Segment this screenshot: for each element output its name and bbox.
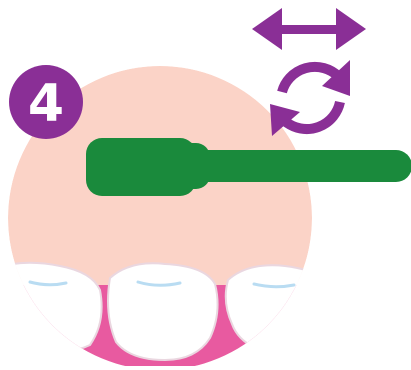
step-number: 4: [28, 74, 64, 134]
badge-circle: 4: [8, 64, 84, 140]
double-arrow-right-head: [336, 8, 366, 50]
step-number-badge: 4: [8, 64, 84, 140]
double-arrow-left-head: [252, 8, 282, 50]
circular-arrows-icon: [270, 60, 350, 136]
double-arrow-horizontal-icon: [252, 8, 366, 50]
tooth-left: [0, 263, 102, 351]
toothbrush-head: [86, 138, 196, 196]
double-arrow-bar: [274, 25, 344, 34]
teeth-icon: [0, 263, 330, 360]
toothbrush-handle: [190, 150, 411, 182]
tooth-center: [108, 263, 218, 360]
